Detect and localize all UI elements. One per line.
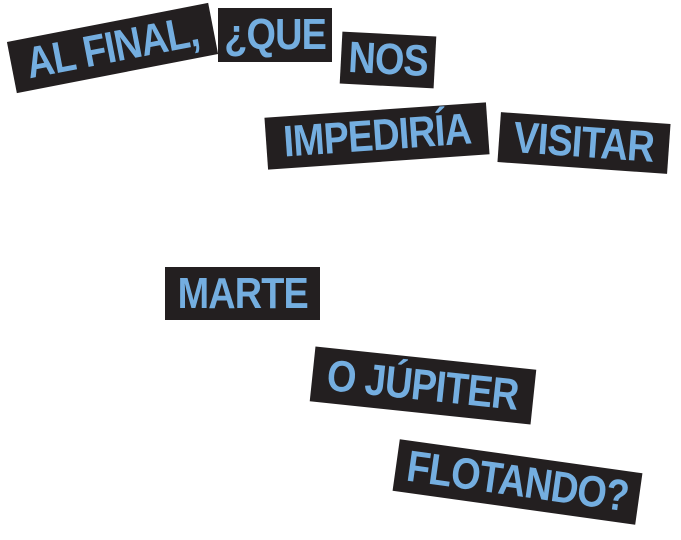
word-text: VISITAR	[512, 113, 656, 172]
word-marte: MARTE	[165, 267, 320, 320]
word-que: ¿QUE	[218, 8, 332, 62]
word-text: MARTE	[177, 268, 308, 318]
word-flotando: FLOTANDO?	[392, 439, 643, 525]
word-text: O JÚPITER	[325, 350, 522, 420]
word-text: NOS	[347, 32, 429, 87]
word-text: AL FINAL,	[22, 6, 203, 89]
word-o-jupiter: O JÚPITER	[309, 346, 537, 425]
word-text: FLOTANDO?	[403, 441, 632, 522]
word-al-final: AL FINAL,	[6, 2, 219, 94]
word-text: ¿QUE	[224, 10, 327, 59]
word-text: IMPEDIRÍA	[281, 104, 473, 167]
word-visitar: VISITAR	[497, 112, 671, 174]
word-impediria: IMPEDIRÍA	[264, 102, 490, 170]
word-nos: NOS	[339, 31, 437, 89]
